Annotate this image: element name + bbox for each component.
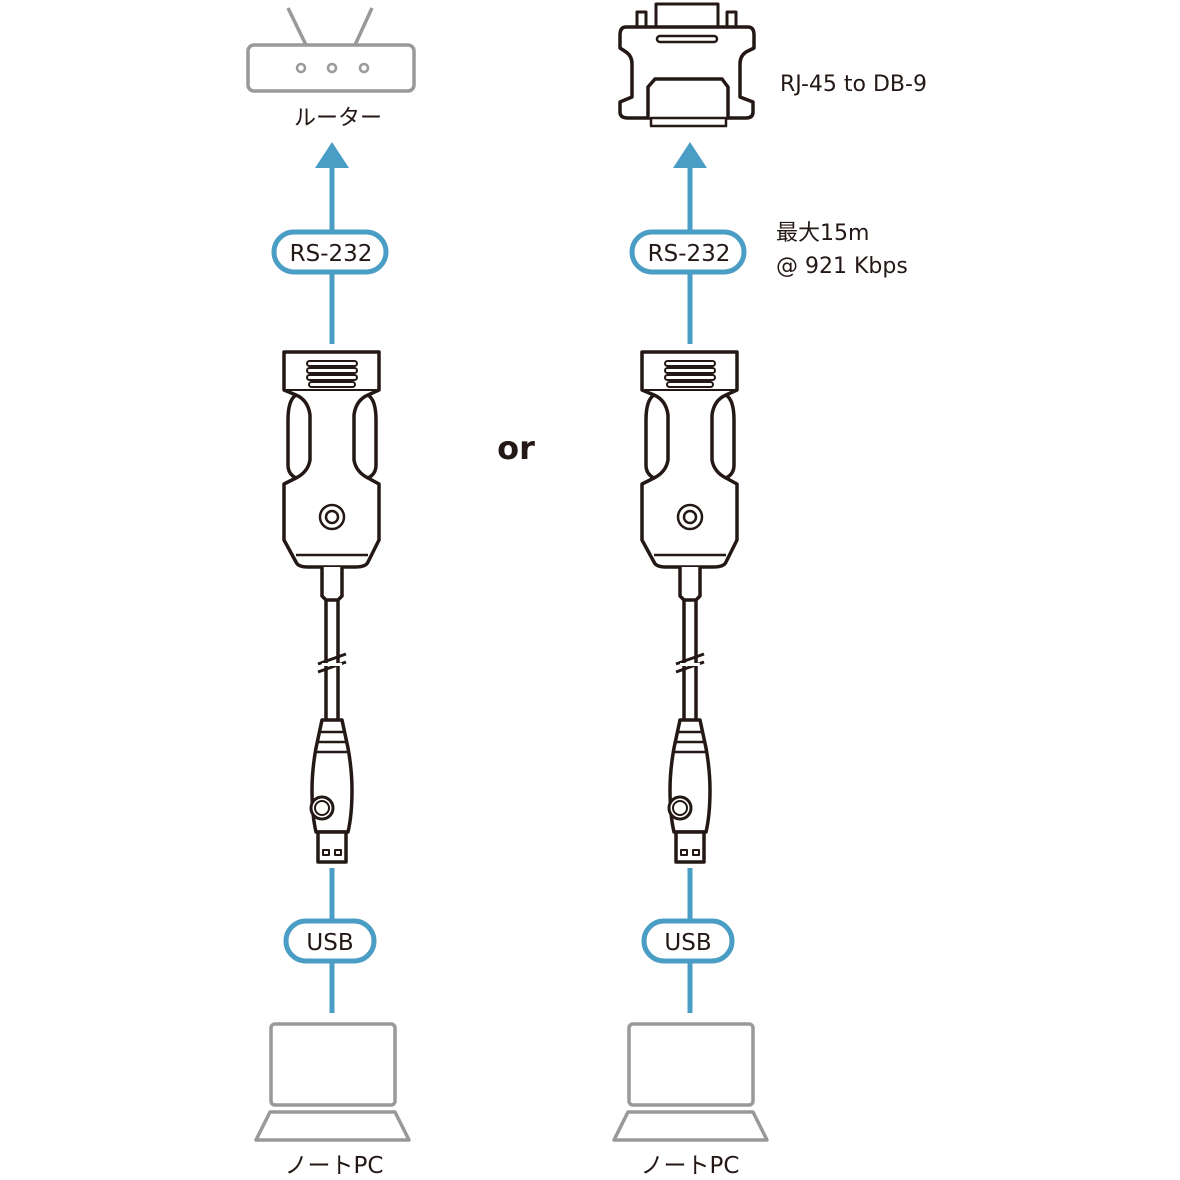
rs232-label: RS-232 [648, 241, 731, 267]
usb-serial-adapter-icon [614, 142, 767, 1140]
spec-speed: @ 921 Kbps [776, 254, 908, 279]
usb-label: USB [664, 930, 711, 956]
usb-label: USB [306, 930, 353, 956]
laptop-label: ノートPC [285, 1153, 384, 1179]
right-chain: RJ-45 to DB-9 RS-232 最大15m @ 921 Kbps US… [614, 2, 927, 1179]
db9-label: RJ-45 to DB-9 [780, 72, 927, 97]
router-icon [246, 7, 416, 93]
or-separator: or [497, 429, 535, 467]
spec-distance: 最大15m [776, 221, 869, 246]
router-label: ルーター [294, 106, 382, 131]
usb-serial-adapter-icon [256, 142, 409, 1140]
laptop-label: ノートPC [641, 1153, 740, 1179]
left-chain: ルーター RS-232 USB ノートPC [246, 7, 416, 1179]
rs232-label: RS-232 [290, 241, 373, 267]
db9-adapter-icon [618, 2, 756, 128]
